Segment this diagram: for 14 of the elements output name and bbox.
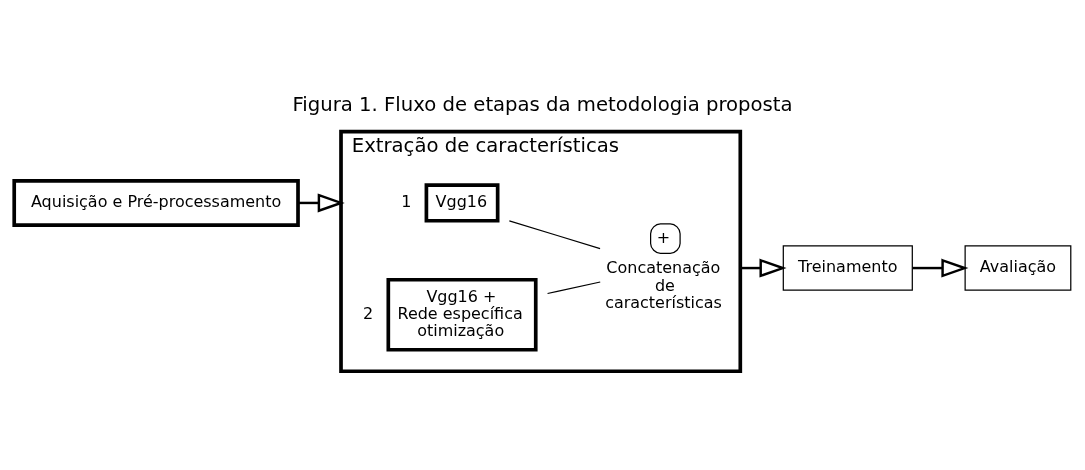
node-box: Vgg16 + Rede específica otimização bbox=[386, 277, 538, 352]
node-box: Vgg16 bbox=[424, 182, 500, 223]
node-box: Avaliação bbox=[964, 244, 1072, 291]
node-label: 2 bbox=[363, 303, 374, 323]
arrow bbox=[912, 258, 969, 278]
node-label: Concatenação de características bbox=[605, 257, 722, 312]
diagram-title: Figura 1. Fluxo de etapas da metodologia proposta bbox=[292, 92, 793, 116]
node-label: 1 bbox=[401, 191, 412, 211]
connector bbox=[508, 219, 601, 249]
arrow bbox=[298, 192, 345, 212]
arrow bbox=[740, 258, 787, 278]
node-box: Aquisição e Pré-processamento bbox=[12, 178, 300, 227]
node-box: Treinamento bbox=[782, 244, 913, 291]
connector bbox=[546, 280, 601, 294]
